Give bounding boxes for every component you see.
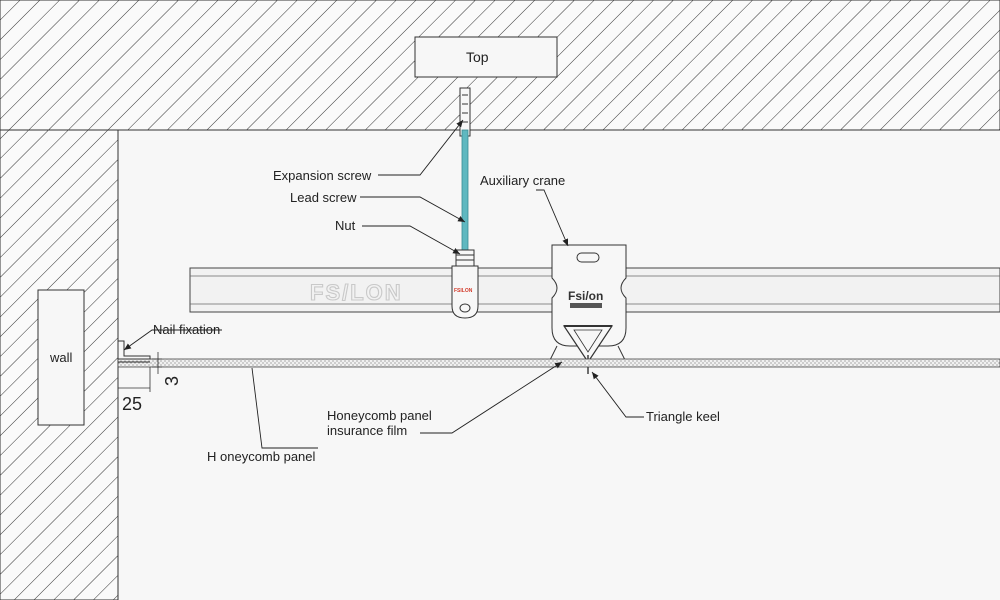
crane-hole <box>576 252 600 263</box>
top-label-box <box>414 36 558 78</box>
leader-triangle-keel <box>591 371 644 418</box>
nail-fixation-label: Nail fixation <box>153 322 220 337</box>
expansion-screw-label: Expansion screw <box>273 168 372 183</box>
leader-auxiliary-crane <box>536 189 569 247</box>
insurance-film-label-line1: Honeycomb panel <box>327 408 432 423</box>
nut-logo: FSILON <box>454 288 473 294</box>
nut-label: Nut <box>335 218 356 233</box>
top-label: Top <box>466 49 489 65</box>
honeycomb-panel-label: H oneycomb panel <box>207 449 316 464</box>
auxiliary-crane-label: Auxiliary crane <box>480 173 565 188</box>
expansion-screw <box>459 87 471 137</box>
leader-expansion-screw <box>378 119 464 176</box>
nail-fixation-angle <box>117 340 151 363</box>
crane-logo: Fsi/on <box>568 289 603 303</box>
crane-logo-bar <box>570 303 602 308</box>
nut-hanger <box>451 249 479 319</box>
lead-screw <box>461 129 469 256</box>
leader-lines <box>123 119 644 449</box>
leader-insurance-film <box>420 361 563 434</box>
dimension-25-label: 25 <box>122 394 142 414</box>
wall-label: wall <box>49 350 73 365</box>
leader-nail-fixation <box>123 329 222 351</box>
leader-honeycomb-panel <box>251 367 318 449</box>
auxiliary-crane-body <box>551 244 627 347</box>
wall-label-box <box>37 289 85 426</box>
rail-logo: FS/LON <box>310 280 403 305</box>
triangle-keel-label: Triangle keel <box>646 409 720 424</box>
dimension-3 <box>152 352 162 374</box>
leader-nut <box>362 225 461 255</box>
lead-screw-label: Lead screw <box>290 190 357 205</box>
leader-lead-screw <box>360 196 466 223</box>
honeycomb-panel <box>117 358 1000 368</box>
dimension-25 <box>118 367 151 392</box>
insurance-film-label-line2: insurance film <box>327 423 407 438</box>
dimension-3-label: 3 <box>162 376 182 386</box>
